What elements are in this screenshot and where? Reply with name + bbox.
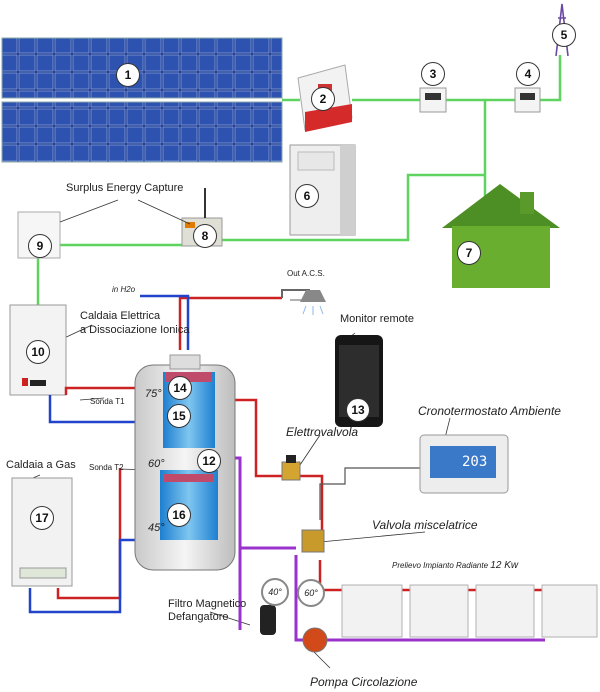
label-caldaia-gas: Caldaia a Gas [6,459,76,471]
label-temp-45: 45° [148,522,165,534]
label-1: 1 [116,63,140,87]
label-10: 10 [26,340,50,364]
temp-badge-60: 60° [297,579,325,607]
label-8: 8 [193,224,217,248]
label-valvola: Valvola miscelatrice [372,518,478,532]
shower-outlet [281,289,326,315]
room-thermostat [419,434,509,494]
label-2: 2 [311,87,335,111]
storage-tank [134,354,236,571]
radiators [341,584,598,638]
label-filtro-1: Filtro Magnetico [168,598,247,610]
label-14: 14 [168,376,192,400]
label-pompa: Pompa Circolazione [310,675,418,689]
electric-connections [36,55,562,305]
label-temp-60: 60° [148,458,165,470]
thermostat-display: 203 [462,454,488,470]
label-prelievo: Prelievo Impianto Radiante 12 Kw [392,560,518,571]
solenoid-valve [281,455,301,481]
temp-badge-40: 40° [261,578,289,606]
mixing-valve [301,529,325,553]
label-surplus: Surplus Energy Capture [66,182,184,194]
label-12: 12 [197,449,221,473]
circulation-pump [302,627,328,653]
label-16: 16 [167,503,191,527]
label-15: 15 [167,404,191,428]
label-prelievo-kw: 12 Kw [490,560,519,571]
gas-boiler [11,477,73,587]
meter-3 [419,87,447,113]
label-temp-75: 75° [145,388,162,400]
label-6: 6 [295,184,319,208]
label-4: 4 [516,62,540,86]
magnetic-filter [260,605,276,635]
label-elettrovalvola: Elettrovalvola [286,425,359,439]
label-sonda-t2: Sonda T2 [89,463,124,472]
label-17: 17 [30,506,54,530]
label-5: 5 [552,23,576,47]
label-monitor: Monitor remote [340,313,414,325]
green-house [442,184,560,288]
label-cronotermostato: Cronotermostato Ambiente [418,404,561,418]
label-sonda-t1: Sonda T1 [90,397,125,406]
solar-panels [1,37,283,163]
label-out-acs: Out A.C.S. [287,269,325,278]
label-prelievo-text: Prelievo Impianto Radiante [392,561,489,570]
label-7: 7 [457,241,481,265]
label-caldaia-elettrica-1: Caldaia Elettrica [80,310,161,322]
power-pylon [555,3,569,57]
meter-4 [514,87,541,113]
label-filtro-2: Defangatore [168,611,229,623]
label-9: 9 [28,234,52,258]
label-in-h2o: in H2o [112,285,136,294]
label-13: 13 [346,398,370,422]
label-caldaia-elettrica-2: a Dissociazione Ionica [80,324,190,336]
label-3: 3 [421,62,445,86]
